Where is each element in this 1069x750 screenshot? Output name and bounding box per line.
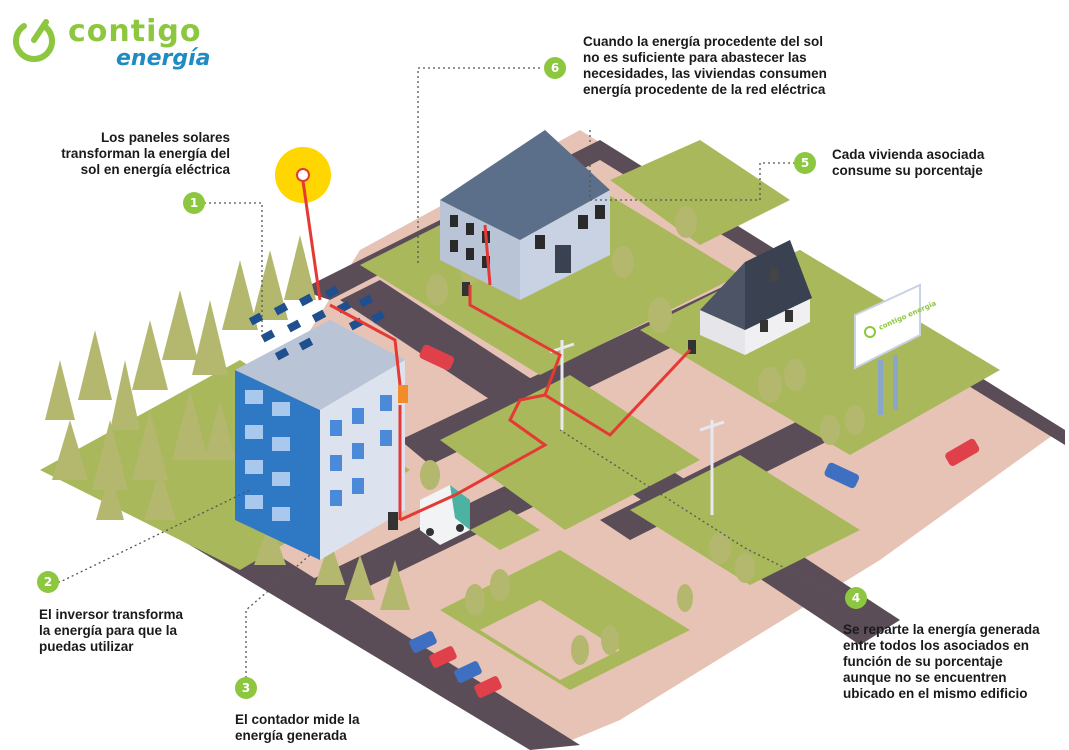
power-icon — [13, 19, 55, 62]
step-6-caption: Cuando la energía procedente del sol no … — [583, 34, 827, 98]
step-6-badge: 6 — [544, 57, 566, 79]
meter-box — [388, 512, 398, 530]
step-4-line-3: función de su porcentaje — [843, 654, 1003, 669]
step-1-caption: Los paneles solares transforman la energ… — [0, 130, 230, 178]
step-6-line-1: Cuando la energía procedente del sol — [583, 34, 824, 49]
step-6-line-2: no es suficiente para abastecer las — [583, 50, 807, 65]
step-1-badge: 1 — [183, 192, 205, 214]
car-red-1 — [419, 344, 455, 371]
step-1-line-3: sol en energía eléctrica — [80, 162, 230, 177]
step-6-line-4: energía procedente de la red eléctrica — [583, 82, 826, 97]
step-2-line-3: puedas utilizar — [39, 639, 134, 654]
sun-center — [296, 168, 310, 182]
car-blue — [824, 462, 860, 489]
step-4-line-2: entre todos los asociados en — [843, 638, 1030, 653]
step-2-line-1: El inversor transforma — [39, 607, 184, 622]
step-3-line-1: El contador mide la — [235, 712, 360, 727]
step-2-caption: El inversor transforma la energía para q… — [39, 607, 183, 655]
contigo-logo: contigo energía — [10, 14, 211, 74]
step-1-line-1: Los paneles solares — [100, 130, 230, 145]
grass-block-small — [470, 510, 540, 550]
step-4-line-5: ubicado en el mismo edificio — [843, 686, 1028, 701]
step-4-line-4: aunque no se encuentren — [843, 670, 1007, 685]
step-3-caption: El contador mide la energía generada — [235, 712, 360, 744]
house — [688, 240, 812, 355]
utility-pole-2 — [699, 420, 725, 515]
step-4-badge: 4 — [845, 587, 867, 609]
step-4-line-1: Se reparte la energía generada — [843, 622, 1040, 637]
step-5-line-2: consume su porcentaje — [832, 163, 983, 178]
step-2-badge: 2 — [37, 571, 59, 593]
forest — [45, 235, 410, 610]
grass-block-center-right — [630, 455, 860, 585]
step-6-line-3: necesidades, las viviendas consumen — [583, 66, 827, 81]
grass-block-top-right — [610, 140, 790, 245]
step-3-badge: 3 — [235, 677, 257, 699]
apartment-meter — [462, 282, 470, 296]
step-4-caption: Se reparte la energía generada entre tod… — [843, 622, 1040, 702]
step-5-badge: 5 — [794, 152, 816, 174]
billboard: contigo energía — [854, 283, 938, 415]
house-meter — [688, 340, 696, 354]
logo-word-contigo: contigo — [68, 14, 202, 49]
grass-block-center — [440, 375, 700, 530]
solar-building — [235, 285, 408, 560]
car-red-2 — [945, 438, 980, 466]
logo-word-energia: energía — [116, 46, 211, 71]
inverter-box — [398, 385, 408, 403]
parking-lot — [409, 631, 502, 698]
step-5-caption: Cada vivienda asociada consume su porcen… — [832, 147, 984, 179]
step-5-line-1: Cada vivienda asociada — [832, 147, 985, 162]
energy-flow-lines — [301, 180, 692, 522]
step-3-line-2: energía generada — [235, 728, 347, 743]
apartment-building — [440, 130, 610, 300]
step-1-line-2: transforman la energía del — [61, 146, 230, 161]
step-2-line-2: la energía para que la — [39, 623, 178, 638]
